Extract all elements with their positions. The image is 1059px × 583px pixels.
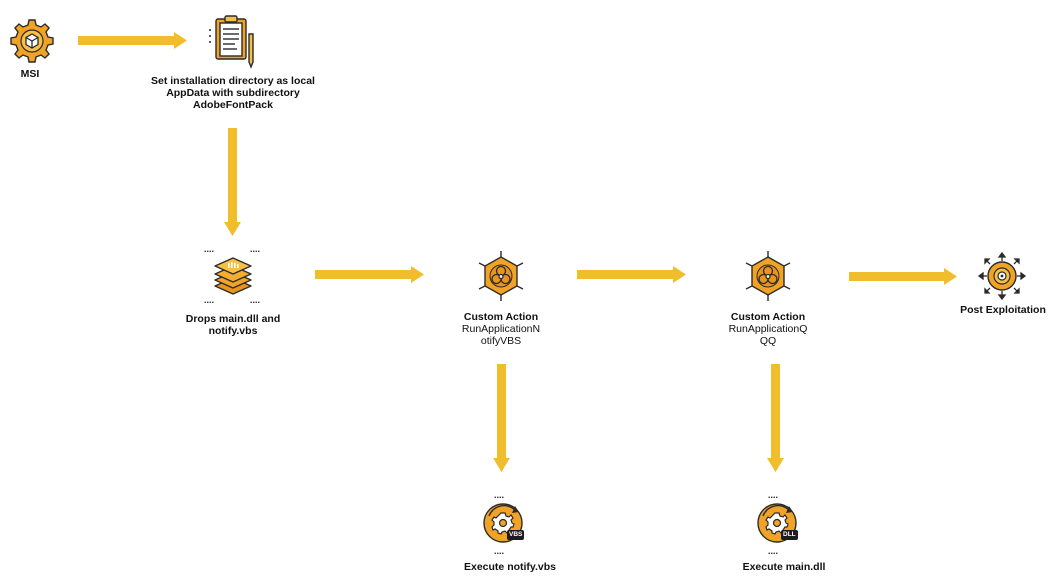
dll-badge: DLL <box>781 530 798 540</box>
install-dir-label-line-1: Set installation directory as local <box>151 75 315 87</box>
target-arrows-icon <box>977 251 1027 301</box>
biohazard-hexagon-icon <box>478 251 524 301</box>
arrow-custom-action-2-to-post-exploitation <box>849 268 957 285</box>
dots-bottom: .... <box>494 546 505 556</box>
custom-action-2-subtitle-line-1: RunApplicationQ <box>728 323 808 335</box>
execute-vbs-label: Execute notify.vbs <box>464 561 556 573</box>
msi-label: MSI <box>20 68 40 80</box>
dots-top-left: .... <box>204 244 215 254</box>
dots-bottom-right: .... <box>250 295 261 305</box>
vbs-badge: VBS <box>507 530 525 540</box>
arrow-install-dir-to-drops <box>224 128 241 236</box>
arrow-custom-action-2-to-execute-dll <box>767 364 784 472</box>
execute-dll-label: Execute main.dll <box>742 561 826 573</box>
biohazard-hexagon-icon <box>745 251 791 301</box>
dots-top-right: .... <box>250 244 261 254</box>
dots-bottom-left: .... <box>204 295 215 305</box>
arrow-custom-action-1-to-execute-vbs <box>493 364 510 472</box>
install-dir-label-line-2: AppData with subdirectory <box>166 87 300 99</box>
custom-action-1-subtitle-line-2: otifyVBS <box>480 335 522 347</box>
layers-icon <box>214 257 252 295</box>
post-exploitation-label: Post Exploitation <box>960 304 1046 316</box>
dots-bottom: .... <box>768 546 779 556</box>
custom-action-1-subtitle-line-1: RunApplicationN <box>461 323 541 335</box>
drops-label-line-1: Drops main.dll and <box>185 313 281 325</box>
custom-action-1-title: Custom Action <box>463 311 539 323</box>
install-dir-label-line-3: AdobeFontPack <box>193 99 273 111</box>
drops-label-line-2: notify.vbs <box>208 325 258 337</box>
arrow-msi-to-install-dir <box>78 32 187 49</box>
dots-top: .... <box>494 490 505 500</box>
clipboard-icon <box>209 15 254 69</box>
gear-box-icon <box>10 19 54 63</box>
arrow-drops-to-custom-action-1 <box>315 266 424 283</box>
custom-action-2-title: Custom Action <box>730 311 806 323</box>
dots-top: .... <box>768 490 779 500</box>
arrow-custom-action-1-to-custom-action-2 <box>577 266 686 283</box>
custom-action-2-subtitle-line-2: QQ <box>759 335 777 347</box>
